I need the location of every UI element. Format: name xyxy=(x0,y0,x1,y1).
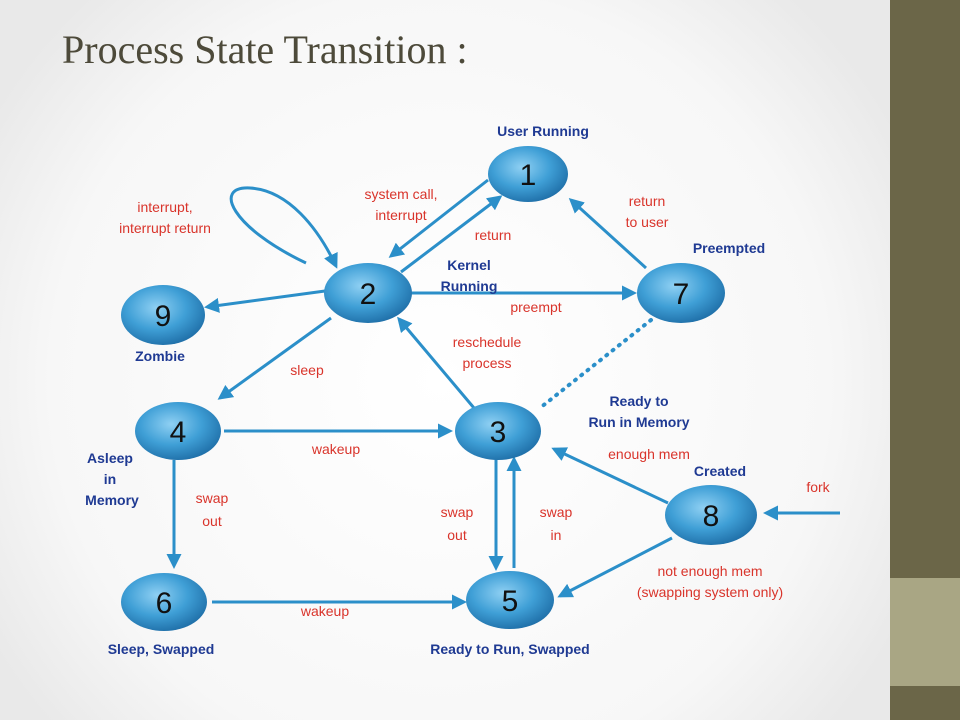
node-7-preempted: 7 xyxy=(637,263,725,323)
sidebar-dark xyxy=(890,0,960,578)
node-1-user-running: 1 xyxy=(488,146,568,202)
label-ready-memory-line2: Run in Memory xyxy=(588,414,689,430)
node-4-asleep-in-memory: 4 xyxy=(135,402,221,460)
label-reschedule-line1: reschedule xyxy=(453,334,522,350)
label-preempted: Preempted xyxy=(693,240,765,256)
label-swap-out-left-line1: swap xyxy=(196,490,229,506)
node-2-label: 2 xyxy=(360,278,377,311)
label-return-to-user-line2: to user xyxy=(626,214,669,230)
label-return-to-user-line1: return xyxy=(629,193,666,209)
edge-7-to-1-return-to-user xyxy=(568,197,648,270)
label-swap-out-mid-line1: swap xyxy=(441,504,474,520)
label-user-running: User Running xyxy=(497,123,589,139)
label-swap-in-line2: in xyxy=(551,527,562,543)
label-not-enough-mem-line1: not enough mem xyxy=(657,563,762,579)
edge-1-to-2-syscall xyxy=(388,178,489,258)
label-sleep-swapped: Sleep, Swapped xyxy=(108,641,215,657)
label-preempt: preempt xyxy=(510,299,561,315)
node-3-ready-in-memory: 3 xyxy=(455,402,541,460)
label-enough-mem: enough mem xyxy=(608,446,690,462)
label-sleep: sleep xyxy=(290,362,324,378)
label-ready-swapped: Ready to Run, Swapped xyxy=(430,641,589,657)
edge-8-to-3-enough-mem xyxy=(551,447,669,505)
edges xyxy=(166,178,840,610)
slide-title: Process State Transition : xyxy=(62,27,468,72)
node-6-sleep-swapped: 6 xyxy=(121,573,207,631)
node-9-zombie: 9 xyxy=(121,285,205,345)
node-5-label: 5 xyxy=(502,585,519,618)
edge-8-to-5-not-enough-mem xyxy=(557,536,673,598)
label-interrupt-line1: interrupt, xyxy=(137,199,192,215)
label-asleep-line3: Memory xyxy=(85,492,139,508)
label-swap-out-mid-line2: out xyxy=(447,527,467,543)
label-wakeup-bottom: wakeup xyxy=(300,603,349,619)
edge-7-to-3-dotted xyxy=(538,318,653,410)
node-8-label: 8 xyxy=(703,500,720,533)
label-kernel-running-line1: Kernel xyxy=(447,257,491,273)
label-reschedule-line2: process xyxy=(462,355,511,371)
label-syscall-line2: interrupt xyxy=(375,207,426,223)
label-interrupt-line2: interrupt return xyxy=(119,220,211,236)
edge-2-self-loop xyxy=(229,186,338,269)
node-8-created: 8 xyxy=(665,485,757,545)
label-syscall-line1: system call, xyxy=(364,186,437,202)
label-wakeup-top: wakeup xyxy=(311,441,360,457)
label-zombie: Zombie xyxy=(135,348,185,364)
edge-2-to-4-sleep xyxy=(217,316,332,400)
edge-labels: system call, interrupt interrupt, interr… xyxy=(119,186,831,619)
sidebar-accent xyxy=(890,578,960,686)
node-1-label: 1 xyxy=(520,159,537,192)
node-5-ready-swapped: 5 xyxy=(466,571,554,629)
label-asleep-line1: Asleep xyxy=(87,450,133,466)
node-3-label: 3 xyxy=(490,416,507,449)
label-asleep-line2: in xyxy=(104,471,116,487)
node-7-label: 7 xyxy=(673,278,690,311)
label-fork: fork xyxy=(806,479,830,495)
label-return: return xyxy=(475,227,512,243)
label-swap-out-left-line2: out xyxy=(202,513,222,529)
label-swap-in-line1: swap xyxy=(540,504,573,520)
label-not-enough-mem-line2: (swapping system only) xyxy=(637,584,783,600)
node-4-label: 4 xyxy=(170,416,187,449)
label-ready-memory-line1: Ready to xyxy=(609,393,668,409)
sidebar-dark-bottom xyxy=(890,686,960,720)
node-6-label: 6 xyxy=(156,587,173,620)
label-kernel-running-line2: Running xyxy=(441,278,498,294)
state-labels: User Running Kernel Running Preempted Zo… xyxy=(85,123,765,657)
node-9-label: 9 xyxy=(155,300,172,333)
label-created: Created xyxy=(694,463,746,479)
edge-2-to-1-return xyxy=(400,195,503,274)
node-2-kernel-running: 2 xyxy=(324,263,412,323)
edge-3-to-2-reschedule xyxy=(397,316,476,409)
edge-2-to-9 xyxy=(204,289,326,313)
